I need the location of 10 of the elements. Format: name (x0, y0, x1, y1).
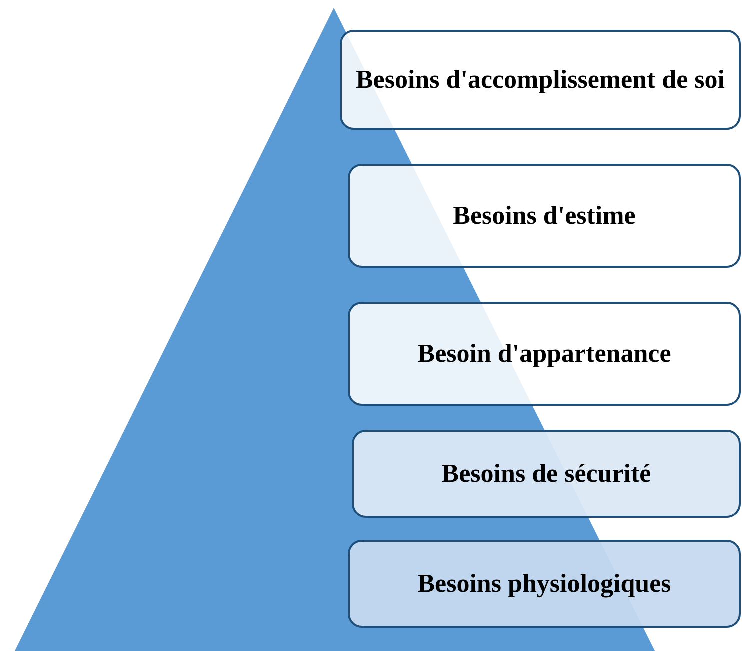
level-label: Besoins de sécurité (442, 458, 652, 490)
level-label: Besoins d'accomplissement de soi (356, 64, 726, 96)
level-box (352, 430, 741, 518)
level-box (348, 164, 741, 268)
level-box (340, 30, 741, 130)
level-label: Besoins physiologiques (418, 568, 672, 600)
level-box (348, 302, 741, 406)
level-box (348, 540, 741, 628)
level-label: Besoin d'appartenance (418, 338, 672, 370)
level-label: Besoins d'estime (453, 200, 636, 232)
